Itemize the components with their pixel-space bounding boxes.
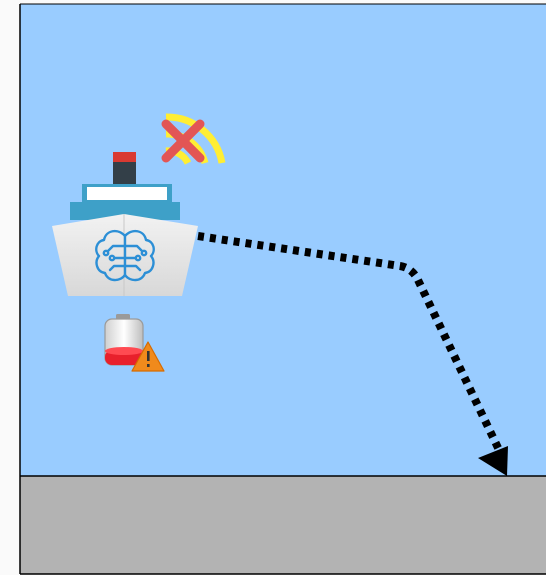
ground-area bbox=[20, 476, 546, 574]
ship-funnel-top bbox=[113, 152, 136, 162]
ai-brain-icon bbox=[96, 231, 153, 280]
